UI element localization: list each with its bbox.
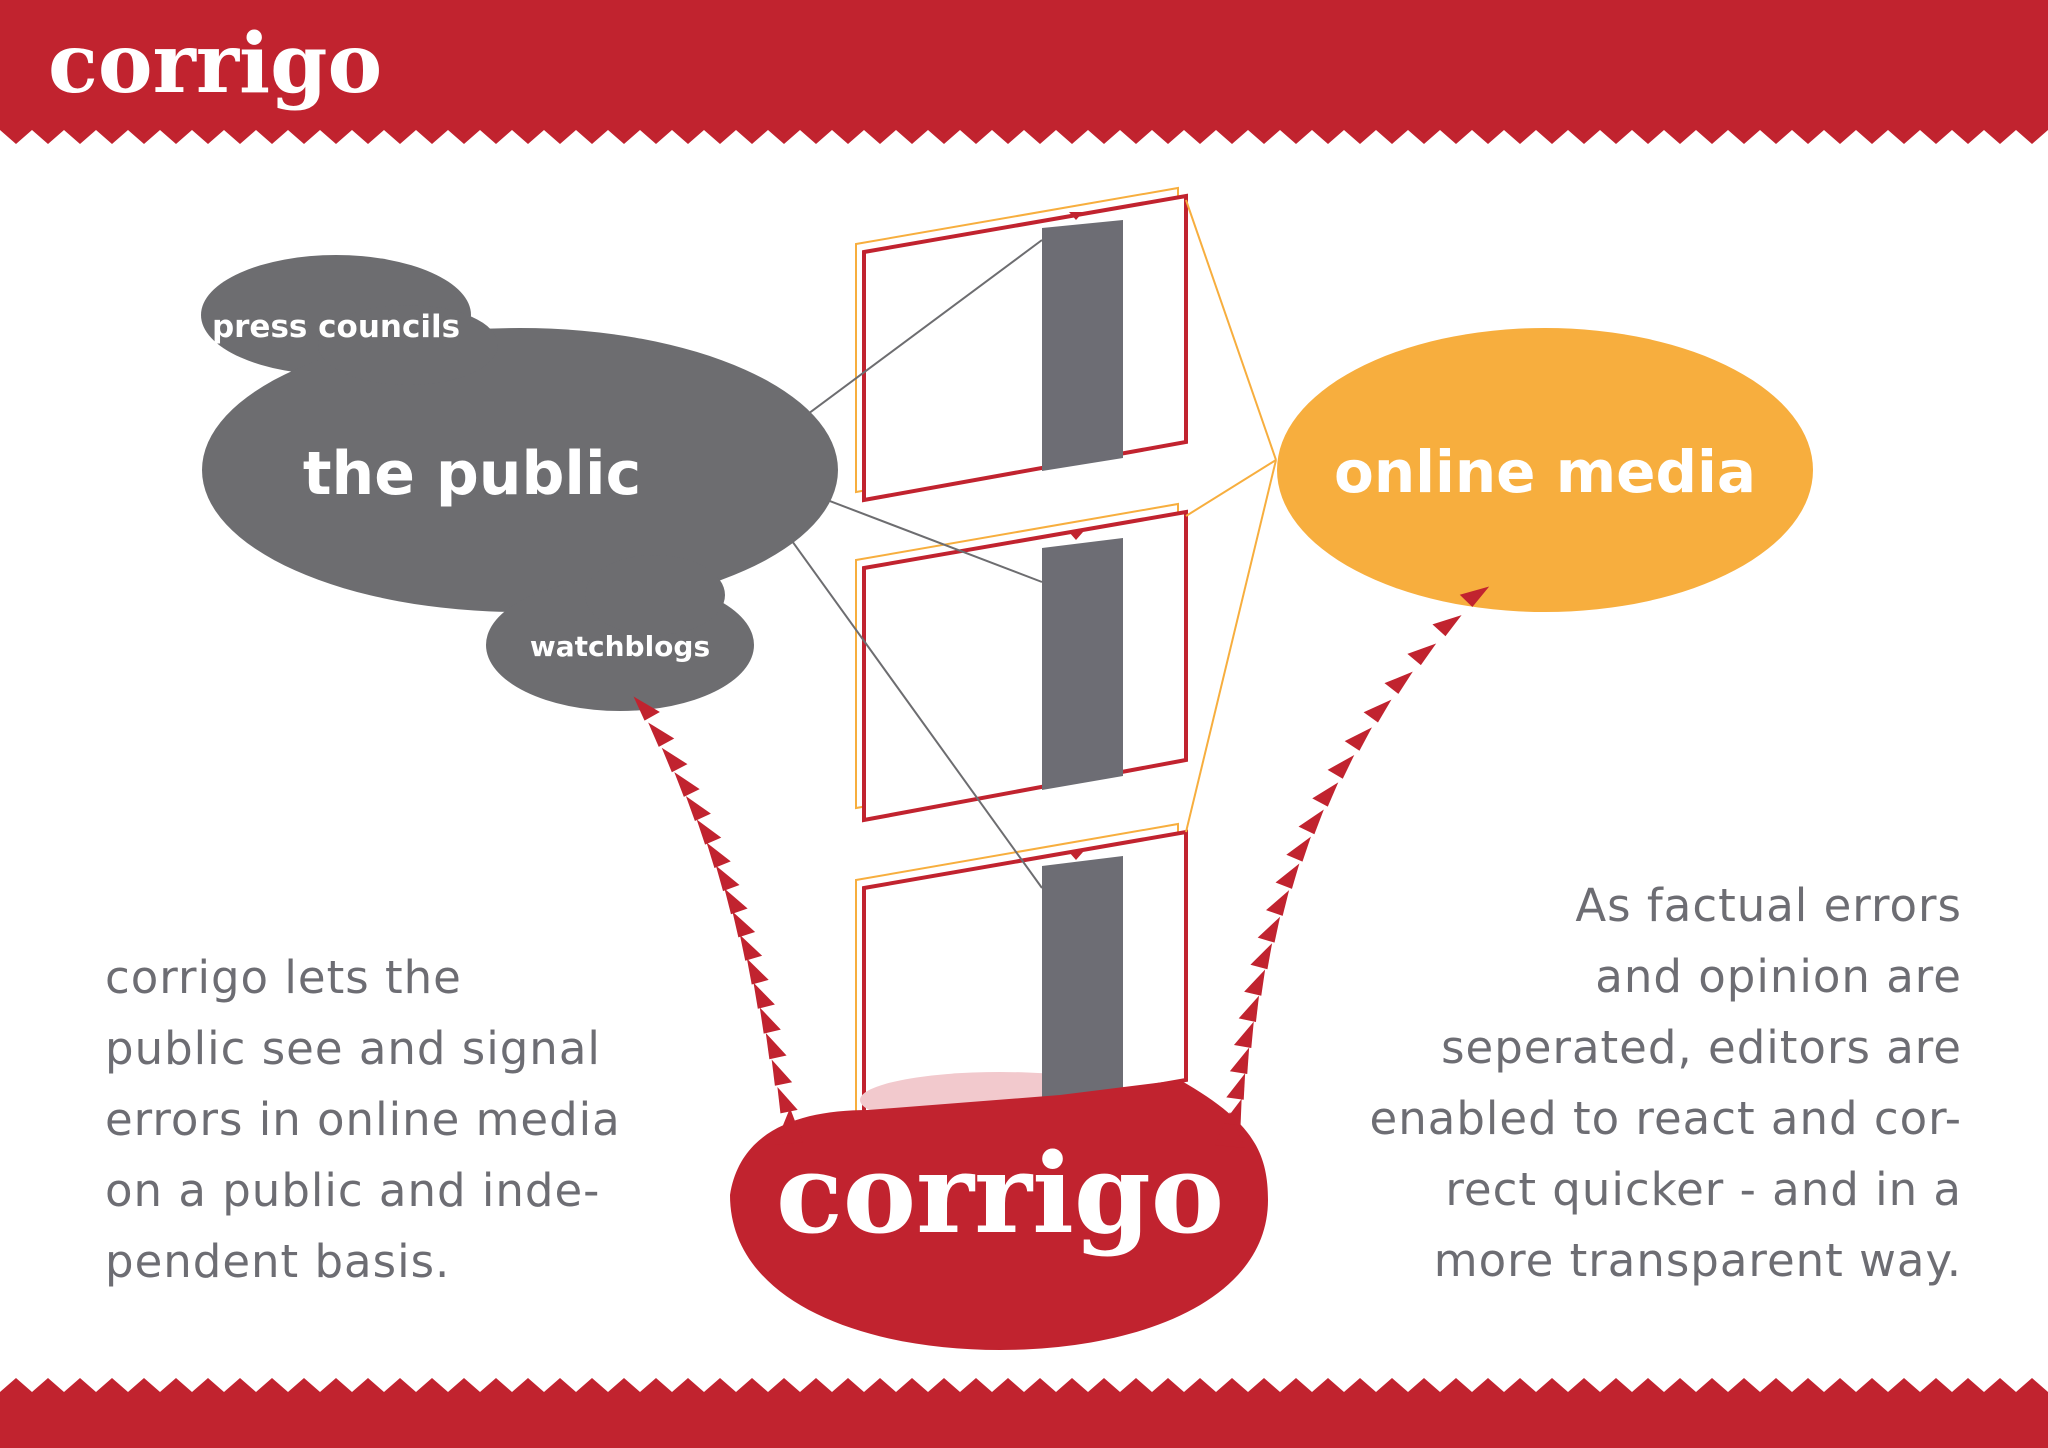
- arrow-marker: [1226, 1073, 1246, 1100]
- right-description-line: As factual errors: [1575, 879, 1962, 932]
- arrow-marker: [759, 1007, 781, 1034]
- arrow-marker: [1298, 809, 1324, 835]
- the-public-label: the public: [303, 439, 641, 509]
- arrow-marker: [1238, 995, 1260, 1022]
- arrow-marker: [724, 888, 748, 915]
- arrow-marker: [1459, 586, 1490, 608]
- arrow-marker: [1257, 916, 1281, 943]
- left-description: corrigo lets the public see and signal e…: [105, 942, 621, 1297]
- online-media-label: online media: [1334, 438, 1756, 506]
- arrow-marker: [739, 934, 763, 961]
- arrow-marker: [777, 1087, 798, 1114]
- arrow-marker: [1244, 969, 1266, 996]
- right-description-line: enabled to react and cor-: [1369, 1092, 1962, 1145]
- arrow-marker: [1229, 1047, 1250, 1074]
- arrow-marker: [1384, 671, 1413, 694]
- right-arrow-chain: [1223, 586, 1490, 1126]
- right-description-line: rect quicker - and in a: [1445, 1163, 1962, 1216]
- arrow-marker: [1233, 1021, 1254, 1049]
- right-description-line: more transparent way.: [1433, 1234, 1962, 1287]
- arrow-marker: [1286, 836, 1311, 862]
- arrow-marker: [1223, 1098, 1242, 1126]
- arrow-marker: [1344, 727, 1372, 751]
- left-description-line: public see and signal: [105, 1022, 601, 1075]
- right-description-line: seperated, editors are: [1441, 1021, 1962, 1074]
- arrow-marker: [1407, 643, 1437, 666]
- arrow-marker: [715, 865, 740, 892]
- arrow-marker: [685, 796, 711, 821]
- bottom-banner: [0, 1378, 2048, 1448]
- corrigo-central-label: corrigo: [776, 1129, 1224, 1258]
- screen-frames: [855, 186, 1188, 1139]
- left-description-line: corrigo lets the: [105, 951, 462, 1004]
- arrow-marker: [1327, 754, 1355, 779]
- left-arrow-chain: [633, 696, 798, 1114]
- arrow-marker: [746, 958, 769, 985]
- arrow-marker: [674, 772, 700, 797]
- arrow-marker: [732, 911, 756, 938]
- arrow-marker: [1312, 782, 1339, 807]
- right-description: As factual errors and opinion are sepera…: [1370, 870, 1962, 1296]
- arrow-marker: [753, 982, 775, 1009]
- arrow-marker: [661, 747, 688, 773]
- public-bubble: press councils the public watchblogs: [201, 255, 838, 711]
- arrow-marker: [633, 696, 660, 721]
- arrow-marker: [1363, 699, 1392, 723]
- arrow-marker: [1266, 890, 1290, 916]
- arrow-marker: [765, 1033, 787, 1060]
- arrow-marker: [1275, 863, 1300, 889]
- top-banner: [0, 0, 2048, 144]
- arrow-marker: [706, 842, 731, 868]
- header-logo[interactable]: corrigo: [48, 16, 382, 112]
- arrow-marker: [1250, 943, 1273, 970]
- left-description-line: on a public and inde-: [105, 1164, 601, 1217]
- left-description-line: pendent basis.: [105, 1235, 451, 1288]
- right-description-line: and opinion are: [1595, 950, 1962, 1003]
- watchblogs-label: watchblogs: [530, 630, 710, 663]
- left-description-line: errors in online media: [105, 1093, 621, 1146]
- arrow-marker: [696, 819, 722, 845]
- press-councils-label: press councils: [212, 309, 460, 345]
- screen-frame-top: [855, 186, 1188, 503]
- arrow-marker: [648, 722, 675, 747]
- arrow-marker: [1432, 615, 1462, 637]
- arrow-marker: [771, 1059, 793, 1086]
- corrigo-central-node: corrigo: [730, 1080, 1268, 1350]
- online-media-bubble: online media: [1277, 328, 1813, 612]
- screen-frame-middle: [855, 502, 1188, 823]
